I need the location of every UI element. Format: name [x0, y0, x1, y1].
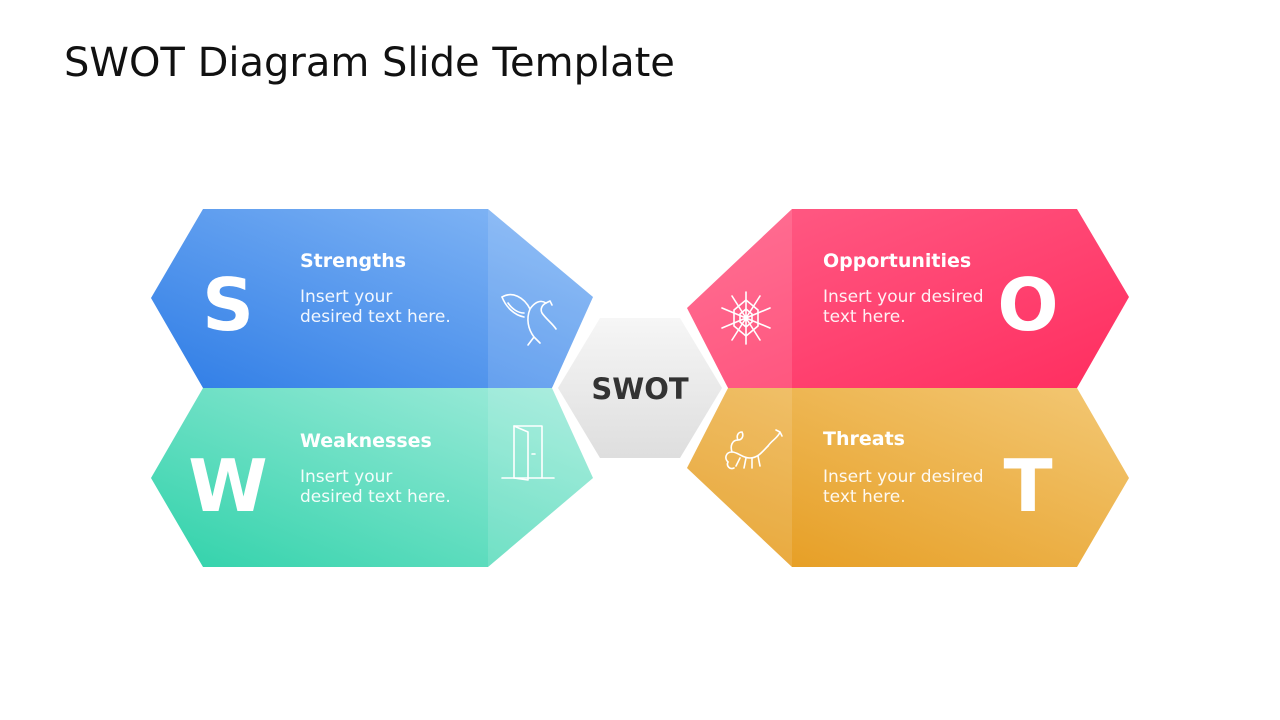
- strengths-block: S Strengths Insert your desired text her…: [151, 209, 593, 388]
- threats-shape: [687, 388, 1129, 567]
- threats-heading: Threats: [823, 428, 905, 450]
- threats-body-line-1: Insert your desired: [823, 467, 984, 487]
- strengths-letter: S: [202, 263, 254, 347]
- center-label: SWOT: [591, 372, 689, 406]
- threats-block: T Threats Insert your desired text here.: [687, 388, 1129, 567]
- spider-web-icon: [721, 291, 771, 345]
- opportunities-body-line-1: Insert your desired: [823, 287, 984, 307]
- opportunities-icon-panel: [687, 209, 792, 388]
- weaknesses-shape: [151, 388, 593, 567]
- weaknesses-body-line-1: Insert your: [300, 467, 392, 487]
- opportunities-letter: O: [997, 263, 1058, 347]
- strengths-body-line-1: Insert your: [300, 287, 392, 307]
- threats-icon-panel: [687, 388, 792, 567]
- weaknesses-body-line-2: desired text here.: [300, 487, 451, 507]
- threats-letter: T: [1003, 444, 1052, 528]
- threats-body-line-2: text here.: [823, 487, 906, 507]
- opportunities-body-line-2: text here.: [823, 307, 906, 327]
- strengths-shape: [151, 209, 593, 388]
- weaknesses-block: W Weaknesses Insert your desired text he…: [151, 388, 593, 567]
- opportunities-heading: Opportunities: [823, 250, 971, 272]
- center-hexagon-inner: [558, 318, 722, 458]
- center-hub: SWOT: [552, 313, 728, 463]
- opportunities-block: O Opportunities Insert your desired text…: [687, 209, 1129, 388]
- weaknesses-letter: W: [188, 444, 267, 528]
- strengths-body-line-2: desired text here.: [300, 307, 451, 327]
- strengths-icon-panel: [488, 209, 593, 388]
- door-icon: [501, 425, 555, 481]
- slide-title: SWOT Diagram Slide Template: [64, 40, 675, 86]
- eagle-icon: [501, 293, 557, 346]
- opportunities-shape: [687, 209, 1129, 388]
- weaknesses-heading: Weaknesses: [300, 430, 432, 452]
- scorpion-icon: [725, 429, 783, 470]
- strengths-heading: Strengths: [300, 250, 406, 272]
